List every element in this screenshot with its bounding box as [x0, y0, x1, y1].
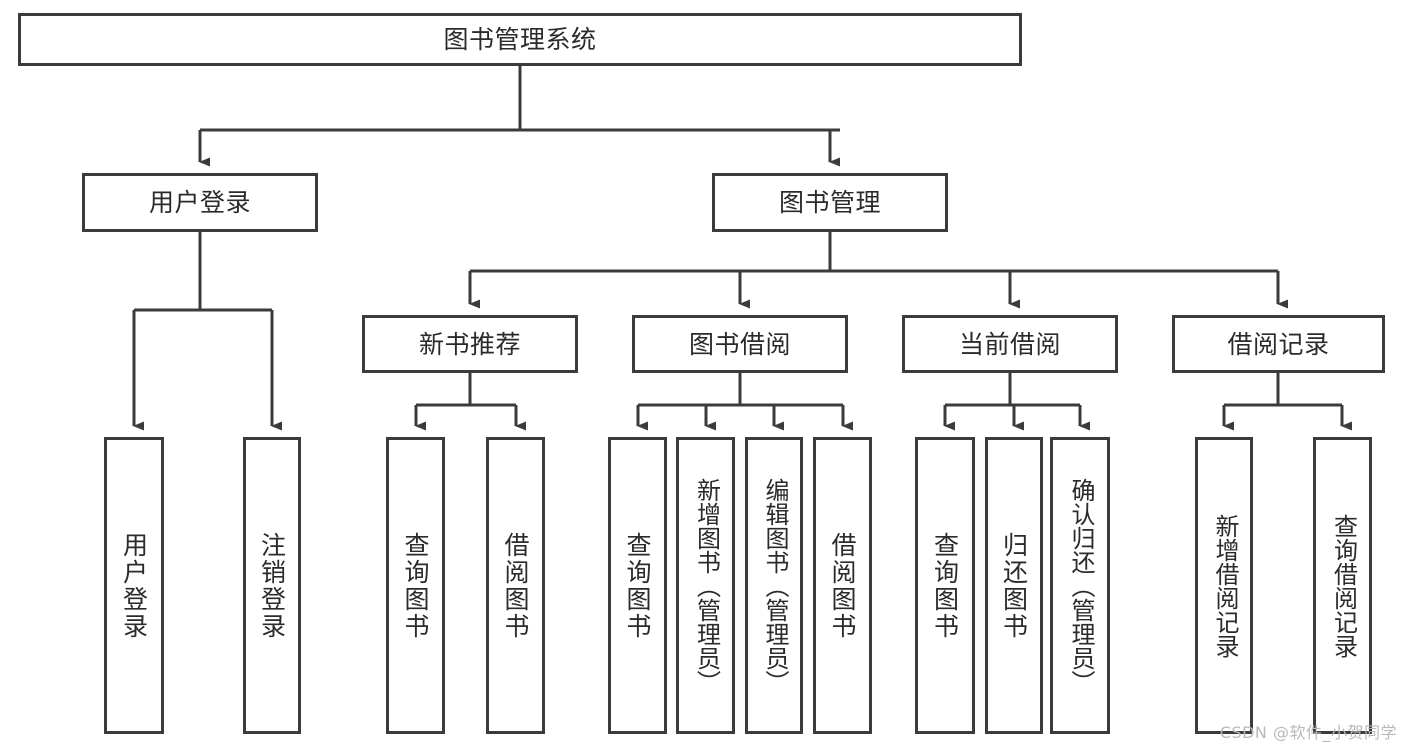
node-leaf-user-login-label: 用户登录 [119, 531, 149, 640]
node-leaf-cb-query[interactable]: 查询图书 [915, 437, 975, 734]
node-leaf-br-add-label: 新增借阅记录 [1210, 513, 1239, 658]
node-root-label: 图书管理系统 [443, 25, 597, 54]
node-leaf-bb-add[interactable]: 新增图书（管理员） [676, 437, 735, 734]
edge-book-borrow-to-leaves [636, 373, 853, 431]
node-leaf-rec-borrow[interactable]: 借阅图书 [486, 437, 545, 734]
node-new-book-rec[interactable]: 新书推荐 [362, 315, 578, 373]
edge-current-borrow-to-leaves [943, 373, 1090, 431]
node-book-borrow-label: 图书借阅 [688, 329, 791, 359]
node-leaf-user-login[interactable]: 用户登录 [104, 437, 164, 734]
node-leaf-cb-query-label: 查询图书 [930, 531, 960, 640]
node-new-book-rec-label: 新书推荐 [418, 329, 521, 359]
node-user-login[interactable]: 用户登录 [82, 173, 318, 232]
node-leaf-bb-borrow[interactable]: 借阅图书 [813, 437, 872, 734]
node-leaf-bb-edit-label: 编辑图书（管理员） [760, 477, 789, 694]
edge-book-manage-to-level3 [468, 232, 1288, 309]
csdn-watermark: CSDN @软件_小贺同学 [1219, 723, 1397, 742]
node-borrow-record[interactable]: 借阅记录 [1172, 315, 1385, 373]
node-leaf-bb-borrow-label: 借阅图书 [828, 531, 857, 640]
edge-borrow-record-to-leaves [1222, 373, 1352, 431]
node-leaf-br-query-label: 查询借阅记录 [1329, 513, 1358, 658]
node-leaf-br-query[interactable]: 查询借阅记录 [1313, 437, 1372, 734]
node-leaf-user-logout[interactable]: 注销登录 [243, 437, 301, 734]
node-leaf-cb-confirm[interactable]: 确认归还（管理员） [1050, 437, 1110, 734]
node-leaf-bb-query-label: 查询图书 [623, 531, 652, 640]
node-leaf-rec-query[interactable]: 查询图书 [386, 437, 445, 734]
node-book-manage-label: 图书管理 [778, 188, 881, 217]
node-leaf-user-logout-label: 注销登录 [257, 531, 287, 640]
node-borrow-record-label: 借阅记录 [1227, 329, 1330, 359]
node-current-borrow-label: 当前借阅 [958, 329, 1061, 359]
node-current-borrow[interactable]: 当前借阅 [902, 315, 1118, 373]
node-leaf-br-add[interactable]: 新增借阅记录 [1195, 437, 1253, 734]
node-leaf-rec-query-label: 查询图书 [401, 531, 430, 640]
node-leaf-bb-add-label: 新增图书（管理员） [692, 477, 721, 694]
node-leaf-rec-borrow-label: 借阅图书 [501, 531, 530, 640]
node-leaf-cb-return[interactable]: 归还图书 [985, 437, 1043, 734]
node-book-manage[interactable]: 图书管理 [712, 173, 948, 232]
node-book-borrow[interactable]: 图书借阅 [632, 315, 848, 373]
node-user-login-label: 用户登录 [148, 188, 251, 217]
edge-root-to-level2 [198, 66, 840, 167]
edge-new-book-rec-to-leaves [414, 373, 526, 431]
node-leaf-cb-confirm-label: 确认归还（管理员） [1066, 477, 1095, 694]
node-leaf-cb-return-label: 归还图书 [999, 531, 1029, 640]
node-root[interactable]: 图书管理系统 [18, 13, 1022, 66]
node-leaf-bb-query[interactable]: 查询图书 [608, 437, 667, 734]
node-leaf-bb-edit[interactable]: 编辑图书（管理员） [745, 437, 803, 734]
edge-user-login-to-leaves [132, 232, 282, 431]
